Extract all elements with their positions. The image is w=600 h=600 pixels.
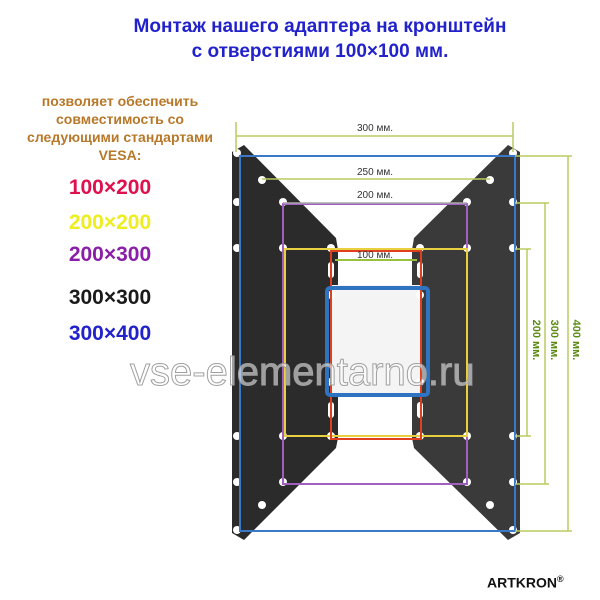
- registered-mark: ®: [557, 574, 564, 584]
- center-plate: [330, 285, 422, 397]
- frame-200x200: [284, 248, 468, 437]
- dim-300-width: 300 мм.: [357, 123, 393, 134]
- standard-300x300: 300×300: [68, 286, 152, 309]
- dim-100-width: 100 мм.: [357, 250, 393, 261]
- compatibility-text: позволяет обеспечить совместимость со сл…: [0, 92, 240, 164]
- frame-100x200: [330, 250, 422, 440]
- dim-400-height: 400 мм.: [570, 320, 582, 361]
- mounting-hole: [486, 501, 494, 509]
- intro-line: совместимость со: [56, 111, 184, 127]
- intro-line: позволяет обеспечить: [41, 93, 199, 109]
- frame-100x100: [325, 286, 430, 397]
- title-line-1: Монтаж нашего адаптера на кронштейн: [133, 16, 507, 37]
- standard-100x200: 100×200: [68, 176, 152, 199]
- standard-300x400: 300×400: [68, 322, 152, 345]
- mounting-hole: [486, 176, 494, 184]
- intro-line: следующими стандартами: [27, 129, 213, 145]
- brand-logo: ARTKRON®: [487, 574, 564, 591]
- standard-200x300: 200×300: [68, 243, 152, 266]
- page-title: Монтаж нашего адаптера на кронштейн с от…: [90, 14, 550, 64]
- frame-300x400: [239, 155, 516, 532]
- intro-line: VESA:: [98, 147, 142, 163]
- mounting-hole: [258, 501, 266, 509]
- dimension-lines: [235, 122, 572, 532]
- dim-200-height: 200 мм.: [530, 320, 542, 361]
- title-line-2: с отверстиями 100×100 мм.: [191, 41, 449, 62]
- brand-name: ARTKRON: [487, 574, 557, 591]
- watermark: vse-elementarno.ru: [130, 350, 476, 395]
- mounting-hole: [258, 176, 266, 184]
- standard-200x200: 200×200: [68, 211, 152, 234]
- dim-250-width: 250 мм.: [357, 167, 393, 178]
- dim-200-width: 200 мм.: [357, 190, 393, 201]
- dim-300-height: 300 мм.: [548, 320, 560, 361]
